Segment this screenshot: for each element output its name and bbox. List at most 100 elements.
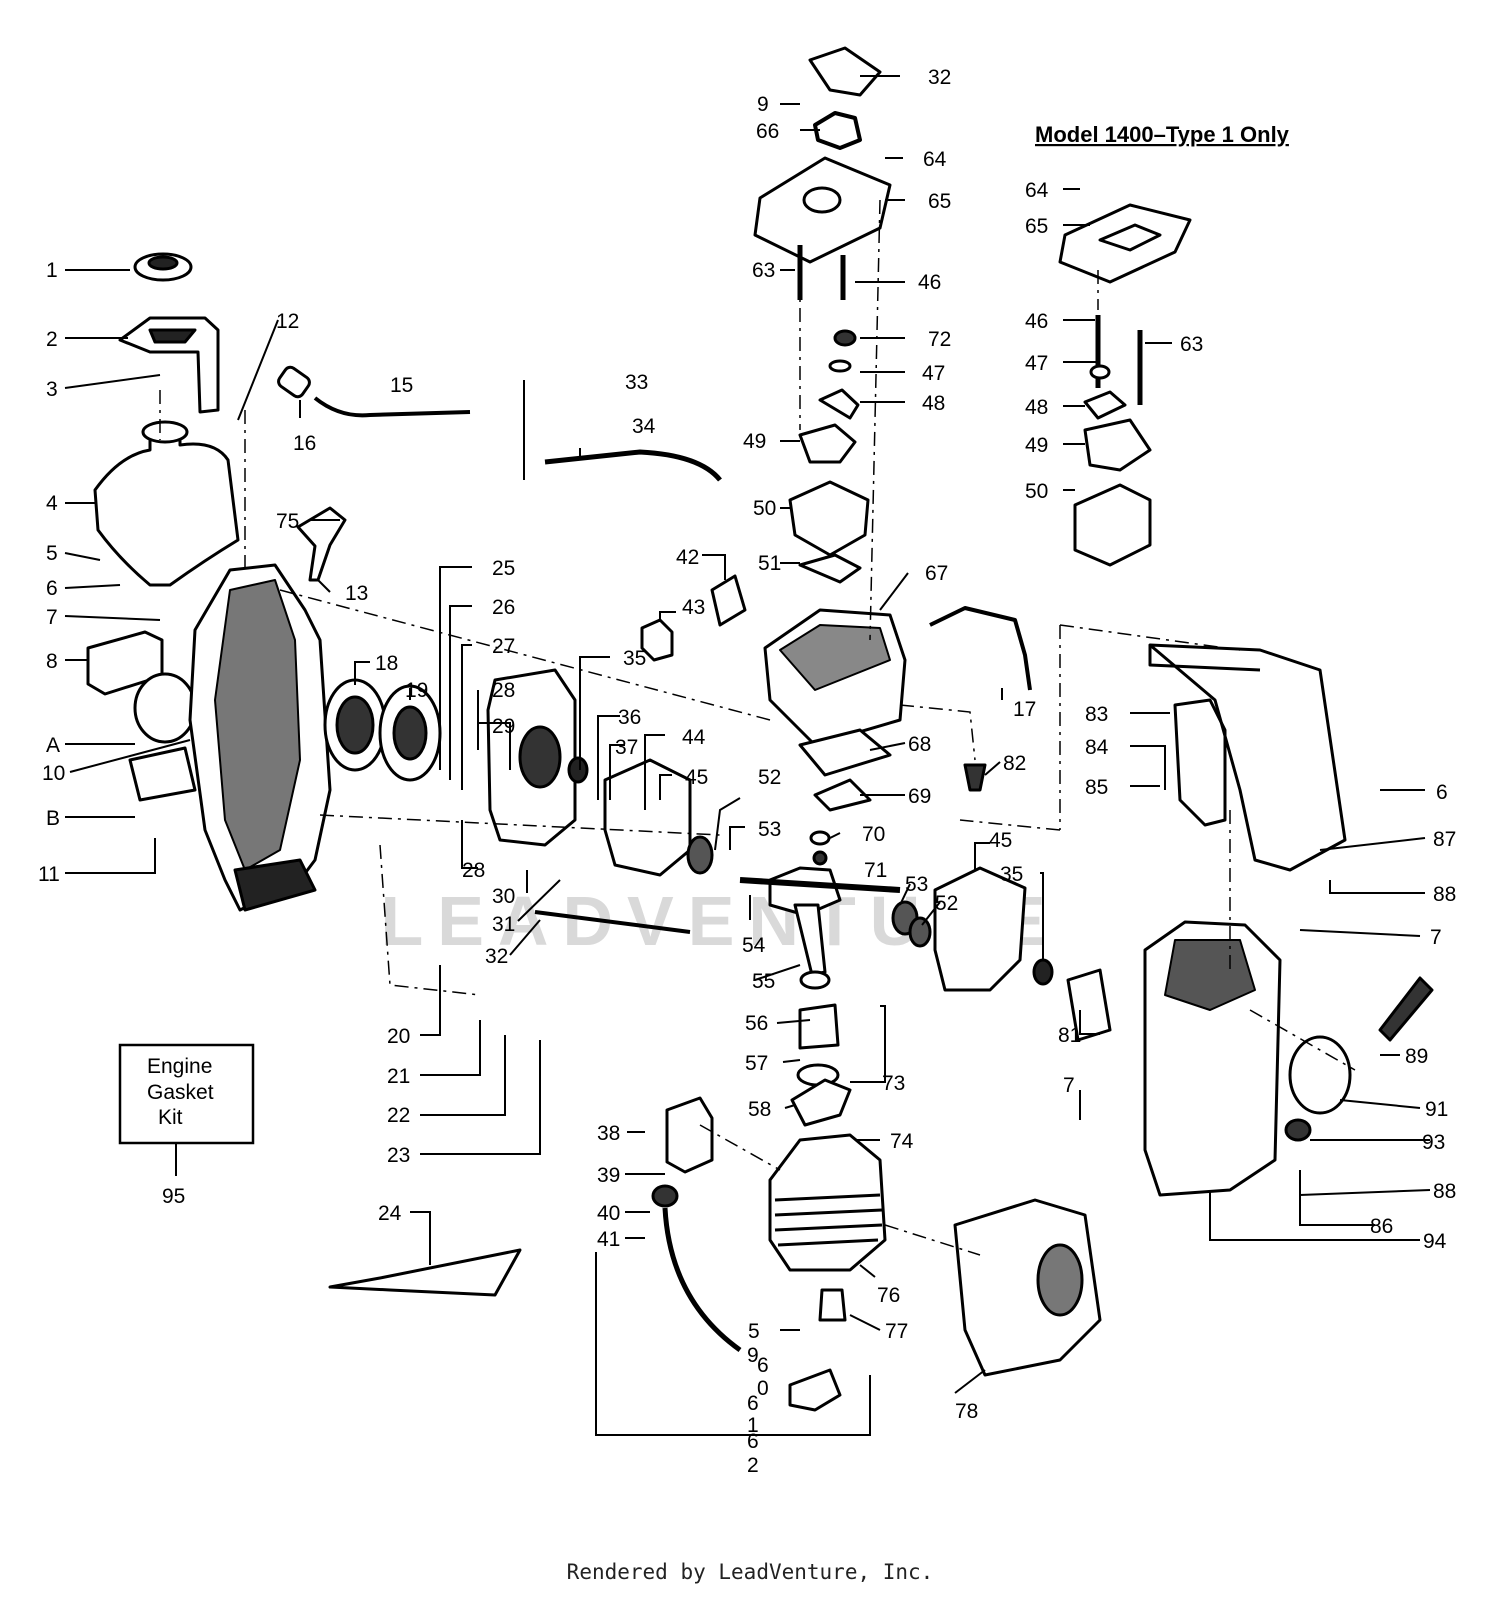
- callout-27: 27: [492, 635, 515, 658]
- crankshaft-part: [768, 866, 842, 917]
- callout-56: 56: [745, 1012, 768, 1035]
- callout-23: 23: [387, 1144, 410, 1167]
- gasket-part: [710, 574, 747, 627]
- alignment-lines: [159, 199, 1356, 1256]
- tank-bracket-part: [118, 316, 220, 414]
- sealant-tube-part: [328, 1248, 522, 1297]
- callout-88a: 88: [1433, 883, 1456, 906]
- part-drawings: [86, 46, 1434, 1412]
- callout-7: 7: [46, 606, 58, 629]
- choke-knob-part: [808, 46, 882, 97]
- callout-2: 2: [46, 328, 58, 351]
- callout-44: 44: [682, 726, 706, 749]
- callout-81: 81: [1058, 1024, 1081, 1047]
- fuel-tank-part: [93, 423, 240, 587]
- coil-part: [665, 1096, 714, 1174]
- callout-17: 17: [1013, 698, 1036, 721]
- callout-38: 38: [597, 1122, 620, 1145]
- callout-28b: 28: [462, 859, 485, 882]
- callout-5b: 5: [748, 1320, 760, 1343]
- starter-handle-part: [296, 506, 347, 582]
- callout-60-bottom: 0: [757, 1377, 769, 1400]
- callout-3: 3: [46, 378, 58, 401]
- callout-51: 51: [758, 552, 781, 575]
- callout-24: 24: [378, 1202, 402, 1225]
- callout-93: 93: [1422, 1131, 1445, 1154]
- callout-64b: 64: [1025, 179, 1049, 202]
- callout-46a: 46: [918, 271, 941, 294]
- callout-45a: 45: [685, 766, 708, 789]
- pump-cover-1400-part: [1083, 418, 1152, 472]
- carburetor-1400-part: [1073, 483, 1152, 567]
- baffle-plate-part: [128, 746, 197, 802]
- kit-number: 95: [162, 1185, 185, 1208]
- callout-50b: 50: [1025, 480, 1048, 503]
- callout-65a: 65: [928, 190, 951, 213]
- callout-45b: 45: [989, 829, 1012, 852]
- callout-29: 29: [492, 715, 515, 738]
- callout-91: 91: [1425, 1098, 1448, 1121]
- callout-B: B: [46, 807, 60, 830]
- callout-69: 69: [908, 785, 931, 808]
- callout-64a: 64: [923, 148, 947, 171]
- callout-6b: 6: [1436, 781, 1448, 804]
- callout-32a: 32: [485, 945, 508, 968]
- callout-59-bottom: 9: [747, 1344, 759, 1367]
- callout-52a: 52: [758, 766, 781, 789]
- callout-47a: 47: [922, 362, 945, 385]
- callout-61-bottom: 1: [747, 1414, 759, 1437]
- pump-cover-part: [798, 423, 857, 464]
- callout-32b: 32: [928, 66, 951, 89]
- cylinder-part: [768, 1133, 887, 1272]
- fuel-filter-part: [277, 365, 311, 399]
- callout-78: 78: [955, 1400, 978, 1423]
- callout-76: 76: [877, 1284, 900, 1307]
- callout-49a: 49: [743, 430, 766, 453]
- muffler-part: [953, 1198, 1102, 1377]
- callout-13: 13: [345, 582, 368, 605]
- callout-25: 25: [492, 557, 515, 580]
- callout-5: 5: [46, 542, 58, 565]
- callout-47b: 47: [1025, 352, 1048, 375]
- callout-9: 9: [757, 93, 769, 116]
- callout-68: 68: [908, 733, 931, 756]
- kit-line-2: Gasket: [147, 1081, 214, 1104]
- callout-62-top: 6: [747, 1430, 759, 1453]
- adapter-gasket-part: [798, 728, 892, 777]
- callout-82: 82: [1003, 752, 1026, 775]
- callout-84: 84: [1085, 736, 1109, 759]
- callout-6: 6: [46, 577, 58, 600]
- callout-89: 89: [1405, 1045, 1428, 1068]
- spark-boot-part: [788, 1368, 842, 1412]
- leader-lines: [64, 75, 1431, 1436]
- filter-disk-part: [133, 672, 197, 744]
- cover-plate-1400-part: [1058, 203, 1192, 284]
- clamp-collar-part: [1288, 1035, 1352, 1115]
- callout-22: 22: [387, 1104, 410, 1127]
- callout-8: 8: [46, 650, 58, 673]
- callout-53a: 53: [758, 818, 781, 841]
- callout-19: 19: [405, 679, 428, 702]
- callout-1: 1: [46, 259, 58, 282]
- callout-33: 33: [625, 371, 648, 394]
- callout-39: 39: [597, 1164, 620, 1187]
- callout-30: 30: [492, 885, 515, 908]
- callout-18: 18: [375, 652, 398, 675]
- callout-57: 57: [745, 1052, 768, 1075]
- callout-74: 74: [890, 1130, 914, 1153]
- callout-labels: 1 2 3 4 5 6 7 8 A 10 B 11 12 15 16 75 13…: [38, 66, 1456, 1477]
- model-heading: Model 1400–Type 1 Only: [1035, 122, 1290, 147]
- callout-73: 73: [882, 1072, 905, 1095]
- callout-48b: 48: [1025, 396, 1048, 419]
- callout-34: 34: [632, 415, 656, 438]
- callout-4: 4: [46, 492, 58, 515]
- callout-15: 15: [390, 374, 413, 397]
- callout-28a: 28: [492, 679, 515, 702]
- callout-35b: 35: [1000, 863, 1023, 886]
- callout-26: 26: [492, 596, 515, 619]
- callout-77: 77: [885, 1320, 908, 1343]
- footer-credit: Rendered by LeadVenture, Inc.: [566, 1560, 934, 1584]
- callout-71: 71: [864, 859, 887, 882]
